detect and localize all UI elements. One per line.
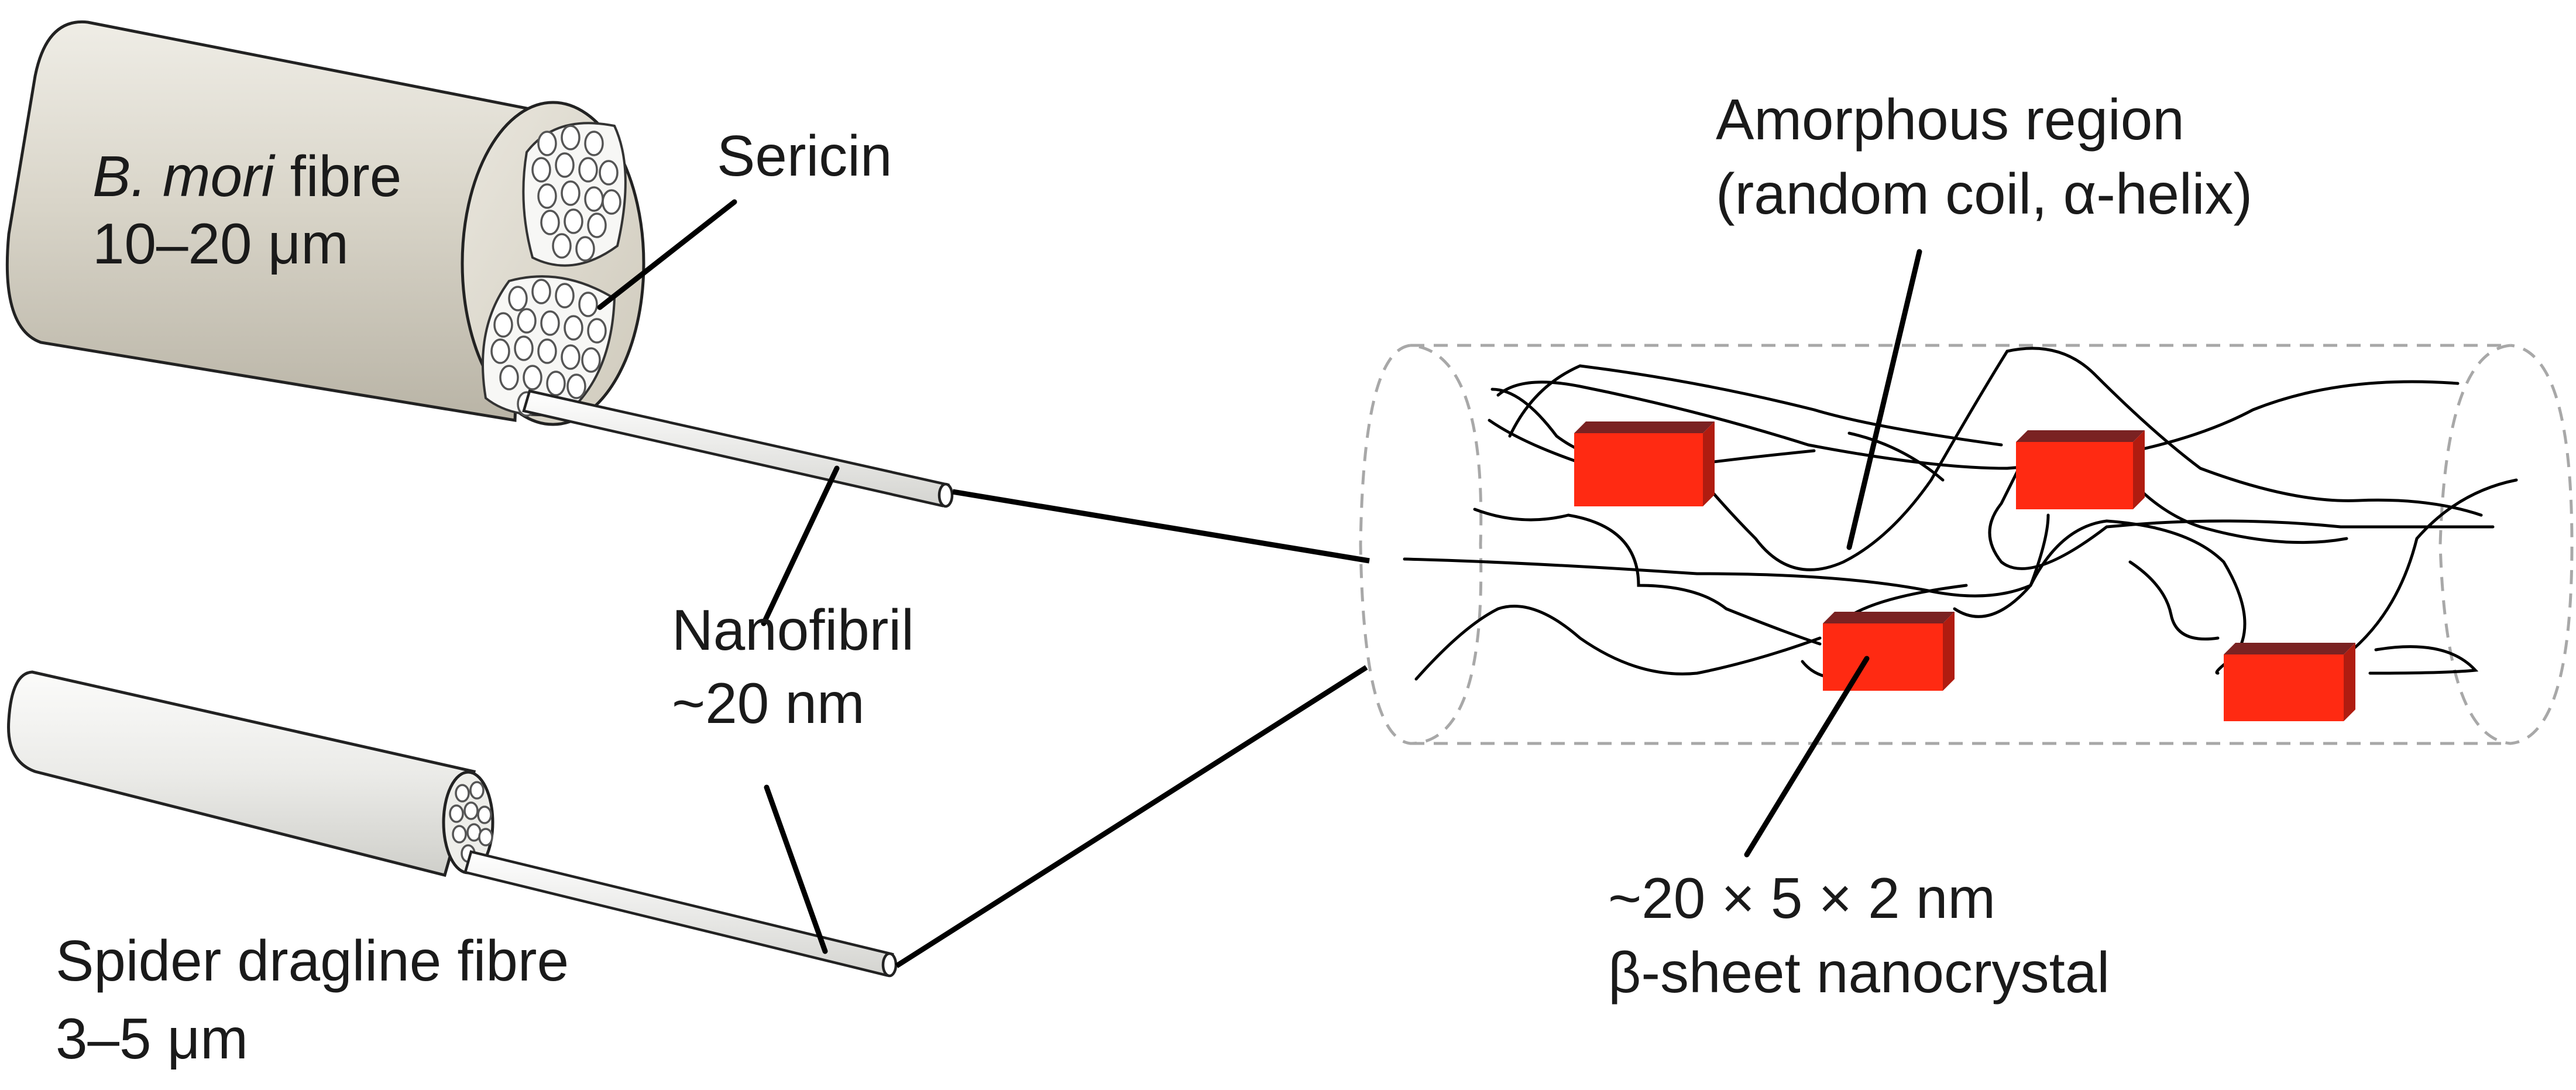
nanofibril-cross-section	[540, 210, 560, 235]
nanofibril-cross-section	[564, 315, 583, 341]
nanofibril-cross-section	[540, 310, 560, 336]
nanofibril-cross-section	[449, 804, 464, 823]
crystal-4-front	[2224, 654, 2344, 721]
crystal-4-top	[2224, 643, 2355, 654]
crystal-2	[2016, 430, 2145, 509]
nanofibril-cross-section	[566, 373, 586, 399]
magnified-nanofibril	[1359, 344, 2574, 745]
bmori-fibre-body	[5, 20, 528, 422]
spider-nanofibril-tip	[881, 952, 898, 978]
bmori-species-name: B. mori	[92, 144, 276, 208]
spider-fibre-body	[7, 670, 476, 878]
crystal-type-label: β-sheet nanocrystal	[1608, 940, 2110, 1005]
nanofibril-cross-section	[537, 183, 557, 209]
nanofibril-label: Nanofibril	[672, 598, 914, 662]
crystal-1-side	[1703, 421, 1715, 506]
nanofibril-cross-section	[587, 212, 607, 238]
nanofibril-cross-section	[537, 131, 557, 156]
bmori-size-label: 10–20 μm	[92, 211, 349, 276]
amorphous-chains	[1403, 347, 2518, 681]
nanofibril-left-end	[1359, 344, 1483, 745]
crystal-2-side	[2133, 430, 2145, 509]
nanofibril-cross-section	[455, 784, 470, 803]
nanofibril-cross-section	[537, 338, 557, 364]
crystal-3	[1823, 612, 1955, 691]
crystal-4	[2224, 643, 2355, 721]
nanofibril-cross-section	[581, 347, 601, 373]
upper-bundle-nanofibrils	[531, 125, 621, 262]
nanofibril-cross-section	[477, 805, 492, 824]
sericin-leader	[597, 199, 737, 310]
nanofibril-cross-section	[561, 180, 581, 206]
nanofibril-leader-upper	[761, 465, 840, 626]
nanofibril-cross-section	[463, 801, 479, 820]
nanofibril-cross-section	[561, 125, 581, 150]
nanofibril-cross-section	[531, 157, 551, 183]
spider-size-label: 3–5 μm	[56, 1006, 248, 1071]
crystal-1-top	[1574, 421, 1715, 433]
nanofibril-cross-section	[508, 286, 528, 311]
nanofibril-leader-lower	[764, 784, 828, 954]
amorphous-leader	[1846, 249, 1922, 550]
nanofibril-cross-section	[531, 279, 551, 304]
bmori-fibre-word: fibre	[274, 144, 401, 208]
crystal-3-side	[1943, 612, 1955, 691]
nanofibril-cross-section	[552, 233, 572, 259]
nanofibril-cross-section	[564, 208, 583, 234]
nanofibril-cross-section	[575, 236, 595, 262]
nanofibril-cross-section	[490, 338, 510, 364]
crystal-3-top	[1823, 612, 1955, 623]
nanofibril-cross-section	[546, 371, 566, 396]
sericin-label: Sericin	[717, 124, 892, 188]
nanofibril-cross-section	[493, 312, 513, 338]
nanofibril-cross-section	[578, 292, 598, 317]
lower-bundle-nanofibrils	[490, 279, 607, 417]
crystal-1-front	[1574, 433, 1703, 506]
crystal-4-side	[2344, 643, 2355, 721]
bmori-fibre	[5, 20, 954, 508]
nanofibril-right-end	[2438, 344, 2574, 745]
nanofibril-cross-section	[584, 186, 604, 212]
bmori-nanofibril-rod	[522, 389, 950, 508]
nanofibril-cross-section	[517, 308, 537, 334]
nanofibril-cross-section	[555, 283, 575, 309]
nanofibril-cross-section	[561, 344, 581, 370]
nanofibril-cross-section	[602, 189, 621, 215]
nanofibril-cross-section	[478, 828, 493, 846]
nanofibril-cross-section	[452, 825, 467, 844]
nanofibril-cross-section	[584, 131, 604, 156]
crystal-size-label: ~20 × 5 × 2 nm	[1608, 866, 1995, 930]
crystal-2-top	[2016, 430, 2145, 442]
bmori-to-nanofibril-arrow	[952, 489, 1370, 564]
nanofibril-cross-section	[578, 157, 598, 183]
nanofibril-size-label: ~20 nm	[672, 671, 865, 735]
crystal-2-front	[2016, 442, 2133, 509]
crystal-1	[1574, 421, 1715, 506]
nanofibril-cross-section	[555, 152, 575, 178]
nanofibril-cross-section	[469, 781, 485, 800]
nanofibril-cross-section	[514, 335, 534, 361]
bmori-nanofibril-tip	[937, 482, 954, 508]
spider-fibre-label: Spider dragline fibre	[56, 928, 569, 993]
amorphous-region-label: Amorphous region	[1716, 87, 2185, 152]
spider-to-nanofibril-arrow	[895, 665, 1368, 968]
crystal-3-front	[1823, 623, 1943, 691]
bmori-fibre-label: B. mori fibre	[92, 144, 401, 208]
nanofibril-cross-section	[599, 160, 619, 186]
nanofibril-cross-section	[499, 365, 519, 390]
spider-fibre	[7, 670, 898, 978]
amorphous-detail-label: (random coil, α-helix)	[1716, 162, 2252, 226]
crystal-leader	[1744, 656, 1870, 858]
spider-bundle-nanofibrils	[449, 781, 493, 863]
nanofibril-cross-section	[523, 365, 542, 390]
nanofibril-cross-section	[587, 318, 607, 344]
